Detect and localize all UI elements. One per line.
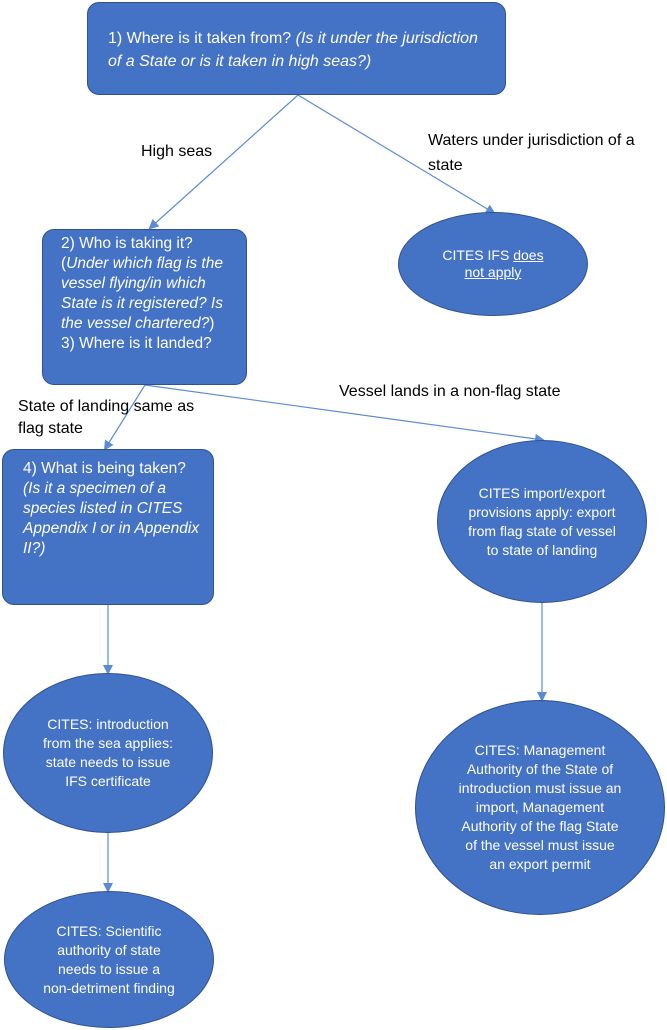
edge-high-seas xyxy=(148,94,299,230)
ifs-not-apply-emphasis: does not apply xyxy=(464,247,544,280)
question-where-taken: 1) Where is it taken from? (Is it under … xyxy=(87,2,506,95)
question-where-taken-detail: (Is it under the jurisdiction of a State… xyxy=(108,30,478,70)
edge-jurisdiction xyxy=(297,94,496,215)
outcome-ifs-not-apply: CITES IFS does not apply xyxy=(398,212,588,316)
question-what-taken-detail: (Is it a specimen of a species listed in… xyxy=(23,480,200,557)
question-who-taking-detail: Under which flag is the vessel flying/in… xyxy=(61,255,223,332)
label-high-seas: High seas xyxy=(141,143,213,160)
label-jurisdiction: Waters under jurisdiction of a state xyxy=(428,132,635,174)
label-non-flag: Vessel lands in a non-flag state xyxy=(339,383,561,400)
label-same-state: State of landing same as flag state xyxy=(18,398,195,437)
outcome-scientific-authority: CITES: Scientific authority of state nee… xyxy=(4,891,214,1028)
edge-non-flag xyxy=(144,384,545,444)
question-where-taken-lead: 1) Where is it taken from? xyxy=(108,30,296,47)
outcome-import-export: CITES import/export provisions apply: ex… xyxy=(437,440,647,603)
outcome-introduction-from-sea: CITES: introduction from the sea applies… xyxy=(3,673,213,833)
outcome-management-authority: CITES: Management Authority of the State… xyxy=(415,700,665,915)
question-what-taken-lead: 4) What is being taken? xyxy=(23,460,186,477)
question-who-taking: 2) Who is taking it? (Under which flag i… xyxy=(42,229,247,385)
question-what-taken: 4) What is being taken? (Is it a specime… xyxy=(2,449,214,605)
edge-same-state xyxy=(103,384,146,451)
question-where-landed: 3) Where is it landed? xyxy=(61,335,212,352)
question-who-taking-lead: 2) Who is taking it? xyxy=(61,235,193,252)
